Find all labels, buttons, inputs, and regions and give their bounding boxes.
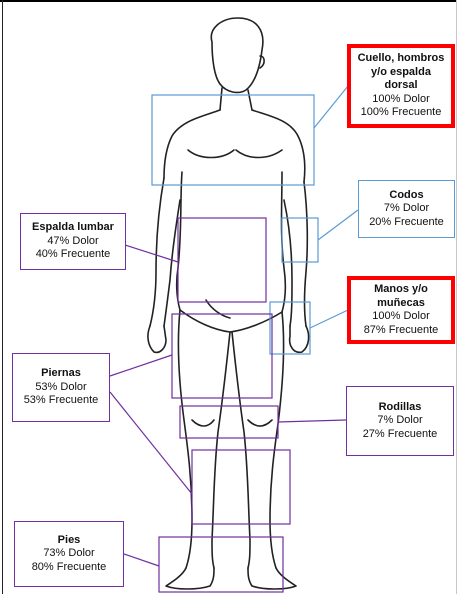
region-box-legs	[172, 314, 272, 398]
connector-hands	[310, 310, 348, 328]
callout-frecuente: 87% Frecuente	[354, 324, 448, 338]
callout-frecuente: 100% Frecuente	[354, 106, 448, 120]
connector-feet	[124, 554, 159, 566]
callout-dolor: 7% Dolor	[350, 414, 450, 428]
callout-frecuente: 20% Frecuente	[362, 216, 451, 230]
connector-legs-upper	[110, 355, 172, 376]
callout-title: Cuello, hombros y/o espalda dorsal	[354, 52, 448, 93]
callout-title: Piernas	[16, 367, 106, 381]
callout-lower-back: Espalda lumbar 47% Dolor 40% Frecuente	[20, 213, 126, 270]
callout-dolor: 7% Dolor	[362, 202, 451, 216]
callout-dolor: 53% Dolor	[16, 381, 106, 395]
callout-frecuente: 27% Frecuente	[350, 428, 450, 442]
callout-knees: Rodillas 7% Dolor 27% Frecuente	[346, 386, 454, 456]
callout-feet: Pies 73% Dolor 80% Frecuente	[14, 521, 124, 587]
callout-dolor: 47% Dolor	[24, 235, 122, 249]
connector-neck-shoulders	[314, 86, 348, 128]
callout-title: Manos y/o muñecas	[354, 283, 448, 310]
human-figure	[148, 18, 309, 589]
callout-hands-wrists: Manos y/o muñecas 100% Dolor 87% Frecuen…	[347, 276, 455, 344]
callout-dolor: 100% Dolor	[354, 310, 448, 324]
callout-title: Rodillas	[350, 401, 450, 415]
region-box-lower-back	[178, 218, 266, 302]
connector-lower-back	[125, 245, 178, 262]
region-box-elbows	[282, 218, 318, 262]
callout-title: Codos	[362, 189, 451, 203]
connector-knees	[278, 420, 346, 422]
region-box-lower-legs	[192, 450, 290, 524]
region-box-neck-shoulders	[152, 95, 314, 185]
connector-elbows	[318, 210, 358, 240]
callout-dolor: 73% Dolor	[18, 547, 120, 561]
callout-neck-shoulders: Cuello, hombros y/o espalda dorsal 100% …	[347, 44, 455, 128]
callout-frecuente: 40% Frecuente	[24, 248, 122, 262]
callout-elbows: Codos 7% Dolor 20% Frecuente	[358, 180, 455, 238]
region-box-feet	[159, 537, 283, 592]
callout-frecuente: 80% Frecuente	[18, 561, 120, 575]
callout-title: Pies	[18, 534, 120, 548]
callout-legs: Piernas 53% Dolor 53% Frecuente	[12, 353, 110, 422]
callout-frecuente: 53% Frecuente	[16, 394, 106, 408]
callout-title: Espalda lumbar	[24, 221, 122, 235]
callout-dolor: 100% Dolor	[354, 93, 448, 107]
